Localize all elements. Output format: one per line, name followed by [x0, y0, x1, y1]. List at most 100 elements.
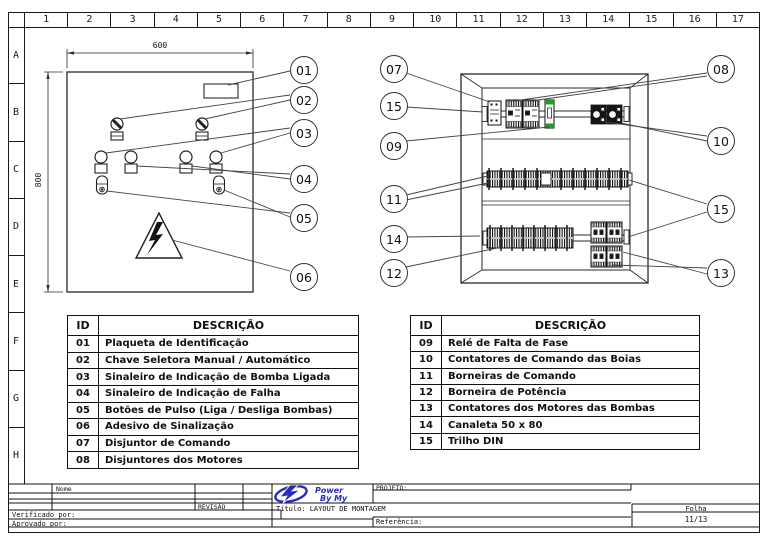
- ruler-col: 6: [241, 12, 285, 27]
- callout-15-right: 15: [707, 195, 735, 223]
- ruler-col: 13: [544, 12, 588, 27]
- cell-id: 05: [68, 402, 99, 419]
- ruler-col: 1: [25, 12, 69, 27]
- ruler-row: F: [8, 313, 24, 371]
- header-id: ID: [411, 316, 442, 335]
- callout-04: 04: [290, 165, 318, 193]
- cell-desc: Chave Seletora Manual / Automático: [105, 354, 311, 366]
- cell-id: 10: [411, 352, 442, 368]
- ruler-col: 4: [155, 12, 198, 27]
- callout-12: 12: [380, 259, 408, 287]
- cell-id: 02: [68, 352, 99, 369]
- aprovado-label: Aprovado por:: [12, 519, 67, 528]
- cell-id: 03: [68, 369, 99, 385]
- ruler-col: 8: [328, 12, 371, 27]
- cell-desc: Adesivo de Sinalização: [105, 421, 234, 433]
- ruler-col: 9: [371, 12, 415, 27]
- table-row: 07 Disjuntor de Comando: [68, 435, 358, 453]
- ruler-row: H: [12, 450, 20, 462]
- verificado-label: Verificado por:: [12, 510, 76, 519]
- header-desc: DESCRIÇÃO: [192, 319, 265, 332]
- ruler-rows: A B C D E F G H: [8, 27, 25, 484]
- dimension-height: 800: [34, 172, 43, 188]
- ruler-row: G: [8, 371, 24, 428]
- cell-id: 14: [411, 417, 442, 433]
- ruler-col: 17: [731, 13, 744, 25]
- ruler-row: C: [8, 142, 24, 199]
- cell-desc: Botões de Pulso (Liga / Desliga Bombas): [105, 404, 333, 416]
- table-row: 01 Plaqueta de Identificação: [68, 336, 358, 353]
- folha-label: Folha: [685, 504, 707, 513]
- ruler-col: 2: [68, 12, 112, 27]
- cell-desc: Relé de Falta de Fase: [448, 338, 569, 350]
- cell-desc: Sinaleiro de Indicação de Bomba Ligada: [105, 371, 331, 383]
- cell-id: 06: [68, 419, 99, 435]
- table-row: 12 Borneira de Potência: [411, 384, 699, 402]
- callout-03: 03: [290, 119, 318, 147]
- callout-08: 08: [707, 55, 735, 83]
- callout-01: 01: [290, 56, 318, 84]
- ruler-col: 15: [630, 12, 674, 27]
- cell-desc: Plaqueta de Identificação: [105, 338, 249, 350]
- referencia-label: Referência:: [376, 518, 423, 526]
- cell-id: 15: [411, 433, 442, 449]
- cell-desc: Disjuntor de Comando: [105, 438, 231, 450]
- ruler-row: E: [8, 256, 24, 314]
- callout-15-left: 15: [380, 92, 408, 120]
- revisao-label: REVISÃO: [198, 503, 226, 511]
- cell-id: 01: [68, 336, 99, 352]
- dimension-width: 600: [152, 41, 168, 50]
- cell-id: 07: [68, 435, 99, 452]
- ruler-col: 11: [457, 12, 501, 27]
- ruler-col: 3: [111, 12, 155, 27]
- ruler-columns: 1 2 3 4 5 6 7 8 9 10 11 12 13 14 15 16 1…: [8, 12, 759, 28]
- ruler-row: D: [8, 199, 24, 256]
- ruler-col: 12: [501, 12, 544, 27]
- ruler-corner: [8, 12, 25, 27]
- ruler-col: 5: [198, 12, 242, 27]
- cell-id: 04: [68, 385, 99, 402]
- cell-desc: Contatores dos Motores das Bombas: [448, 403, 655, 415]
- table-row: 08 Disjuntores dos Motores: [68, 452, 358, 468]
- cell-id: 08: [68, 452, 99, 468]
- callout-13: 13: [707, 259, 735, 287]
- logo-text-line2: By My: [320, 493, 348, 503]
- cell-desc: Borneira de Potência: [448, 386, 567, 398]
- description-table-left: ID DESCRIÇÃO 01 Plaqueta de Identificação…: [67, 315, 359, 469]
- logo-text-line1: Power: [315, 486, 344, 495]
- callout-10: 10: [707, 127, 735, 155]
- ruler-row: A: [8, 27, 24, 85]
- table-row: 03 Sinaleiro de Indicação de Bomba Ligada: [68, 369, 358, 386]
- table-row: 05 Botões de Pulso (Liga / Desliga Bombas…: [68, 402, 358, 420]
- callout-07: 07: [380, 55, 408, 83]
- callout-05: 05: [290, 204, 318, 232]
- ruler-col: 7: [284, 12, 328, 27]
- projeto-label: PROJETO:: [376, 484, 408, 492]
- ruler-row: B: [8, 84, 24, 142]
- cell-desc: Trilho DIN: [448, 435, 504, 447]
- cell-id: 12: [411, 384, 442, 401]
- cell-desc: Contatores de Comando das Boias: [448, 354, 642, 366]
- callout-14: 14: [380, 225, 408, 253]
- sheet-border: [8, 12, 760, 533]
- folha-value: 11/13: [684, 515, 708, 524]
- header-id: ID: [68, 316, 99, 335]
- cell-desc: Sinaleiro de Indicação de Falha: [105, 388, 281, 400]
- table-row: 02 Chave Seletora Manual / Automático: [68, 352, 358, 370]
- cell-id: 11: [411, 368, 442, 384]
- table-header: ID DESCRIÇÃO: [411, 316, 699, 336]
- table-row: 06 Adesivo de Sinalização: [68, 419, 358, 436]
- cell-id: 09: [411, 336, 442, 352]
- cell-desc: Disjuntores dos Motores: [105, 454, 243, 466]
- callout-09: 09: [380, 132, 408, 160]
- callout-06: 06: [290, 263, 318, 291]
- cell-desc: Borneiras de Comando: [448, 370, 576, 382]
- ruler-col: 14: [587, 12, 631, 27]
- ruler-col: 16: [674, 12, 717, 27]
- table-row: 15 Trilho DIN: [411, 433, 699, 449]
- titulo-label: Título: LAYOUT DE MONTAGEM: [276, 505, 386, 513]
